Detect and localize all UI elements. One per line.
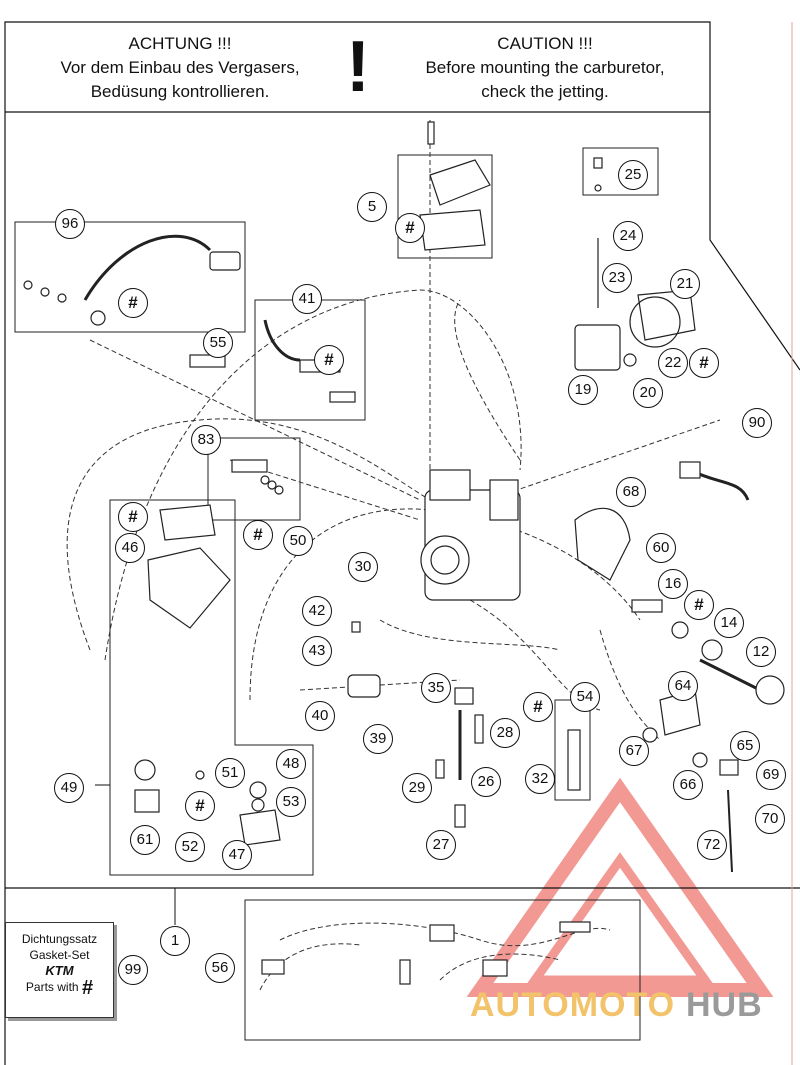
callout-48[interactable]: 48 <box>276 749 306 779</box>
gasket-kit-label-de: Dichtungssatz <box>21 932 98 946</box>
hash-marker-14: # <box>684 590 714 620</box>
callout-12[interactable]: 12 <box>746 637 776 667</box>
callout-26[interactable]: 26 <box>471 767 501 797</box>
watermark-triangle <box>466 777 774 997</box>
hash-marker-49: # <box>185 791 215 821</box>
warning-german-title: ACHTUNG !!! <box>128 34 232 53</box>
callout-41[interactable]: 41 <box>292 284 322 314</box>
callout-99[interactable]: 99 <box>118 955 148 985</box>
hash-marker-96: # <box>118 288 148 318</box>
callout-83[interactable]: 83 <box>191 425 221 455</box>
warning-english-line2: Before mounting the carburetor, <box>425 58 665 77</box>
callout-65[interactable]: 65 <box>730 731 760 761</box>
callout-50[interactable]: 50 <box>283 526 313 556</box>
callout-56[interactable]: 56 <box>205 953 235 983</box>
callout-1[interactable]: 1 <box>160 926 190 956</box>
callout-64[interactable]: 64 <box>668 671 698 701</box>
callout-5[interactable]: 5 <box>357 192 387 222</box>
warning-english-line3: check the jetting. <box>481 82 609 101</box>
callout-90[interactable]: 90 <box>742 408 772 438</box>
hash-marker-46: # <box>118 502 148 532</box>
callout-42[interactable]: 42 <box>302 596 332 626</box>
warning-german-line3: Bedüsung kontrollieren. <box>90 82 270 101</box>
gasket-kit-label-en: Gasket-Set <box>29 948 90 962</box>
callout-68[interactable]: 68 <box>616 477 646 507</box>
parts-with-label: Parts with <box>25 980 79 994</box>
gasket-kit-box: Dichtungssatz Gasket-Set KTM Parts with … <box>5 922 114 1018</box>
callout-40[interactable]: 40 <box>305 701 335 731</box>
ktm-logo: KTM <box>45 963 74 978</box>
hash-symbol: # <box>81 976 94 999</box>
parts <box>23 121 785 985</box>
callout-53[interactable]: 53 <box>276 787 306 817</box>
callout-21[interactable]: 21 <box>670 269 700 299</box>
callout-32[interactable]: 32 <box>525 764 555 794</box>
warning-english: CAUTION !!! Before mounting the carburet… <box>380 32 710 104</box>
hash-marker-41: # <box>314 345 344 375</box>
callout-20[interactable]: 20 <box>633 378 663 408</box>
leader-lines <box>95 784 176 925</box>
callout-47[interactable]: 47 <box>222 840 252 870</box>
exclamation-icon: ! <box>346 27 370 107</box>
callout-24[interactable]: 24 <box>613 221 643 251</box>
callout-67[interactable]: 67 <box>619 736 649 766</box>
callout-96[interactable]: 96 <box>55 209 85 239</box>
callout-46[interactable]: 46 <box>115 533 145 563</box>
callout-49[interactable]: 49 <box>54 773 84 803</box>
frame <box>4 21 800 1065</box>
callout-54[interactable]: 54 <box>570 682 600 712</box>
hash-marker-83: # <box>243 520 273 550</box>
callout-52[interactable]: 52 <box>175 832 205 862</box>
callout-72[interactable]: 72 <box>697 830 727 860</box>
callout-25[interactable]: 25 <box>618 160 648 190</box>
callout-23[interactable]: 23 <box>602 263 632 293</box>
callout-16[interactable]: 16 <box>658 569 688 599</box>
hash-marker-54: # <box>523 692 553 722</box>
gasket-kit-parts-with: Parts with # <box>6 976 113 999</box>
warning-english-title: CAUTION !!! <box>497 34 593 53</box>
hash-marker-22: # <box>689 348 719 378</box>
callout-27[interactable]: 27 <box>426 830 456 860</box>
callout-39[interactable]: 39 <box>363 724 393 754</box>
watermark-hub: HUB <box>686 986 763 1024</box>
callout-14[interactable]: 14 <box>714 608 744 638</box>
warning-german-line2: Vor dem Einbau des Vergasers, <box>60 58 300 77</box>
callout-22[interactable]: 22 <box>658 348 688 378</box>
callout-28[interactable]: 28 <box>490 718 520 748</box>
callout-70[interactable]: 70 <box>755 804 785 834</box>
callout-66[interactable]: 66 <box>673 770 703 800</box>
watermark-automoto: AUTOMOTO <box>470 986 676 1024</box>
callout-29[interactable]: 29 <box>402 773 432 803</box>
callout-30[interactable]: 30 <box>348 552 378 582</box>
callout-43[interactable]: 43 <box>302 636 332 666</box>
callout-55[interactable]: 55 <box>203 328 233 358</box>
callout-35[interactable]: 35 <box>421 673 451 703</box>
callout-19[interactable]: 19 <box>568 375 598 405</box>
group-boxes <box>14 147 659 1041</box>
callout-69[interactable]: 69 <box>756 760 786 790</box>
callout-51[interactable]: 51 <box>215 758 245 788</box>
hash-marker-5: # <box>395 213 425 243</box>
warning-german: ACHTUNG !!! Vor dem Einbau des Vergasers… <box>10 32 350 104</box>
callout-60[interactable]: 60 <box>646 533 676 563</box>
callout-61[interactable]: 61 <box>130 825 160 855</box>
